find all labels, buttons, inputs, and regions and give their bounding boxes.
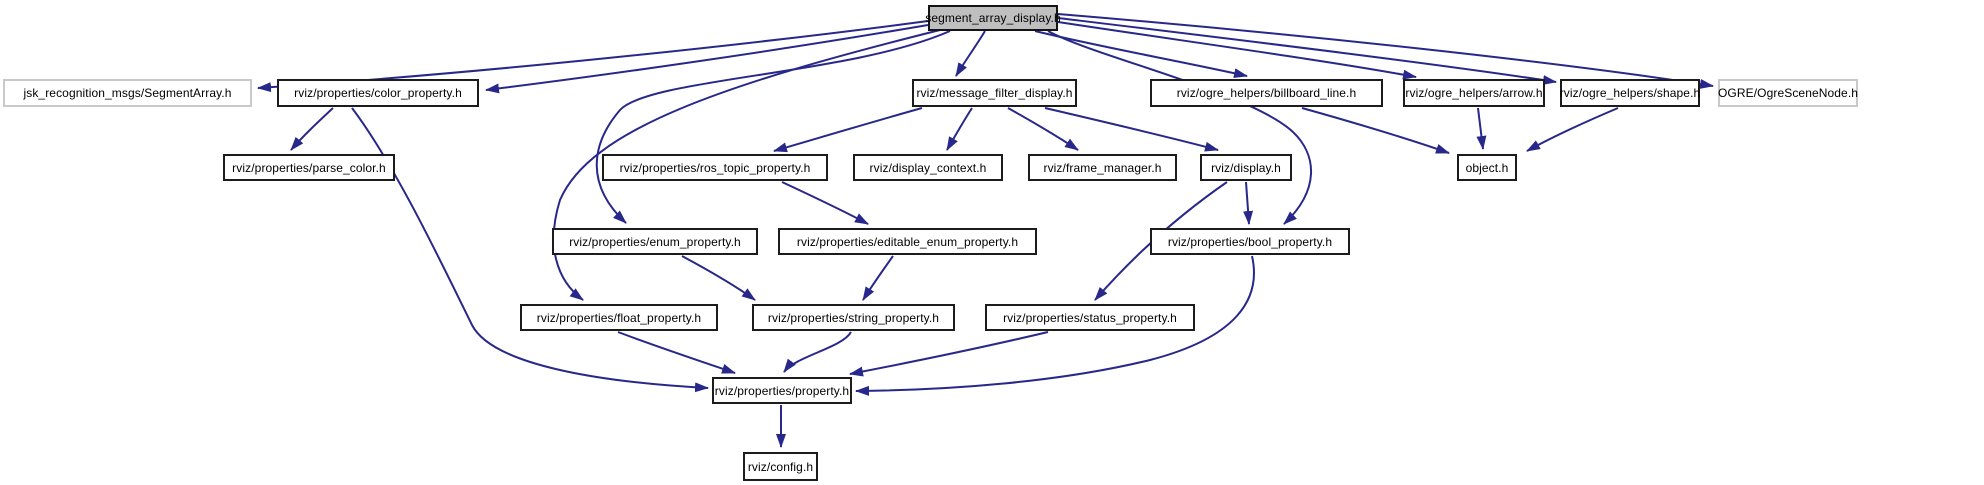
- edge-seg-arrow: [1057, 21, 1417, 80]
- edge-mfd-display: [1044, 107, 1219, 152]
- edge-status-property: [849, 331, 1049, 377]
- graph-node-float[interactable]: rviz/properties/float_property.h: [520, 304, 718, 331]
- graph-node-bbl[interactable]: rviz/ogre_helpers/billboard_line.h: [1150, 79, 1383, 107]
- edge-seg-enum: [595, 30, 951, 224]
- graph-node-bool[interactable]: rviz/properties/bool_property.h: [1150, 228, 1350, 255]
- graph-node-parse[interactable]: rviz/properties/parse_color.h: [223, 154, 395, 181]
- edge-mfd-fmgr: [1007, 107, 1079, 151]
- graph-node-string[interactable]: rviz/properties/string_property.h: [752, 304, 955, 331]
- graph-node-fmgr[interactable]: rviz/frame_manager.h: [1028, 154, 1177, 181]
- graph-node-status[interactable]: rviz/properties/status_property.h: [985, 304, 1195, 331]
- graph-node-config[interactable]: rviz/config.h: [743, 452, 818, 481]
- edge-float-property: [617, 331, 736, 374]
- edge-seg-mfd: [955, 30, 986, 77]
- graph-node-shape[interactable]: rviz/ogre_helpers/shape.h: [1560, 79, 1700, 107]
- graph-node-property[interactable]: rviz/properties/property.h: [712, 377, 852, 404]
- graph-node-ogre: OGRE/OgreSceneNode.h: [1718, 79, 1858, 107]
- graph-node-dctx[interactable]: rviz/display_context.h: [853, 154, 1003, 181]
- edge-seg-jsk: [257, 20, 929, 93]
- graph-node-arrow[interactable]: rviz/ogre_helpers/arrow.h: [1403, 79, 1545, 107]
- graph-node-jsk: jsk_recognition_msgs/SegmentArray.h: [3, 79, 252, 107]
- edge-enum-string: [681, 255, 756, 301]
- edge-mfd-rostopic: [773, 107, 923, 153]
- graph-node-rostopic[interactable]: rviz/properties/ros_topic_property.h: [602, 154, 828, 181]
- edge-shape-object: [1526, 107, 1619, 152]
- edge-display-bool: [1243, 181, 1254, 225]
- edge-color-parse: [290, 107, 334, 151]
- edge-bool-property: [855, 255, 1255, 396]
- edge-seg-float: [552, 29, 941, 301]
- graph-node-seg[interactable]: segment_array_display.h: [925, 5, 1061, 31]
- graph-node-object[interactable]: object.h: [1457, 154, 1517, 181]
- graph-node-eenum[interactable]: rviz/properties/editable_enum_property.h: [778, 228, 1037, 255]
- edge-bbl-object: [1301, 107, 1450, 154]
- edge-seg-bool: [1047, 30, 1313, 225]
- edge-seg-shape: [1057, 17, 1557, 85]
- graph-node-enum[interactable]: rviz/properties/enum_property.h: [552, 228, 758, 255]
- edge-eenum-string: [862, 255, 894, 301]
- edge-rostopic-eenum: [781, 181, 869, 225]
- edge-mfd-dctx: [946, 107, 973, 151]
- graph-node-color[interactable]: rviz/properties/color_property.h: [277, 79, 479, 107]
- edge-seg-color: [485, 24, 929, 94]
- graph-node-display[interactable]: rviz/display.h: [1200, 154, 1292, 181]
- edge-seg-ogre: [1057, 13, 1714, 89]
- edge-string-property: [783, 331, 852, 373]
- edge-arrow-object: [1476, 107, 1487, 150]
- graph-node-mfd[interactable]: rviz/message_filter_display.h: [912, 79, 1077, 107]
